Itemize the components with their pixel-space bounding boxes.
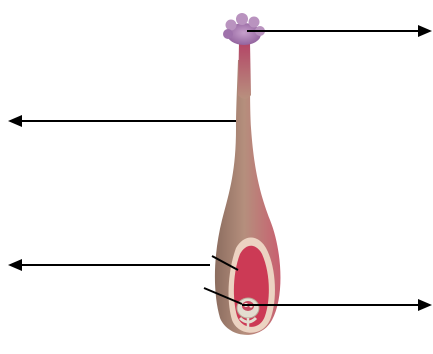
style-upper <box>238 42 251 99</box>
stigma <box>223 13 265 45</box>
pointer-stigma <box>247 25 432 37</box>
pointer-ovary <box>8 256 238 271</box>
pointer-style <box>8 115 236 127</box>
